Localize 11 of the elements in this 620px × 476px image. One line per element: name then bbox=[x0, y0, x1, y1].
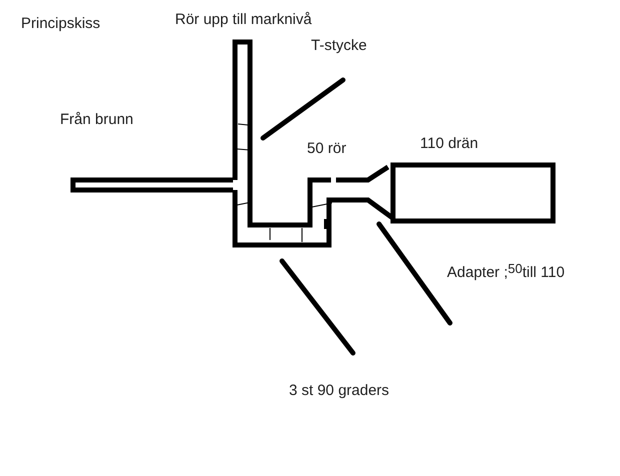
part-label: 50 rör bbox=[307, 140, 346, 157]
diagram-title: Principskiss bbox=[21, 15, 100, 32]
callout-text: T-stycke bbox=[311, 37, 367, 54]
leader-line bbox=[280, 258, 356, 356]
leader-line bbox=[260, 78, 346, 140]
part-label: Från brunn bbox=[60, 111, 134, 128]
callout-text: Adapter ;$^{50}$till 110 bbox=[447, 264, 565, 281]
leader-line bbox=[376, 222, 452, 326]
part-label: Rör upp till marknivå bbox=[175, 11, 312, 28]
part-label: 110 drän bbox=[420, 135, 478, 152]
callout-text: 3 st 90 graders bbox=[289, 382, 390, 399]
